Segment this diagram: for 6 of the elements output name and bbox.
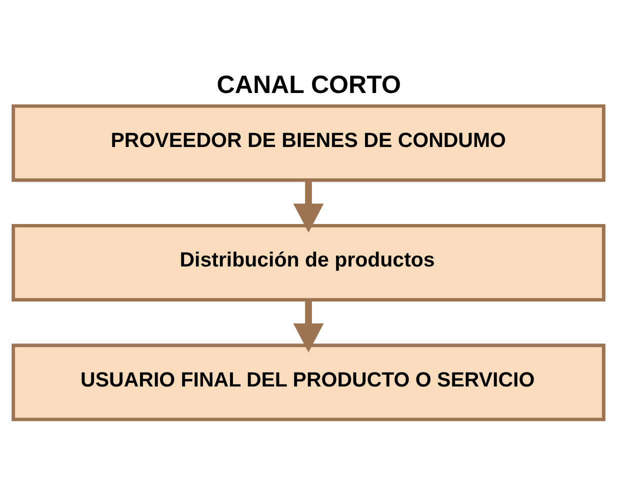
node-box: Distribución de productos (12, 223, 606, 301)
arrow (293, 180, 324, 232)
diagram-title: CANAL CORTO (216, 70, 402, 99)
arrow (293, 300, 324, 352)
node-box: USUARIO FINAL DEL PRODUCTO O SERVICIO (12, 343, 606, 421)
node-box: PROVEEDOR DE BIENES DE CONDUMO (12, 104, 606, 182)
